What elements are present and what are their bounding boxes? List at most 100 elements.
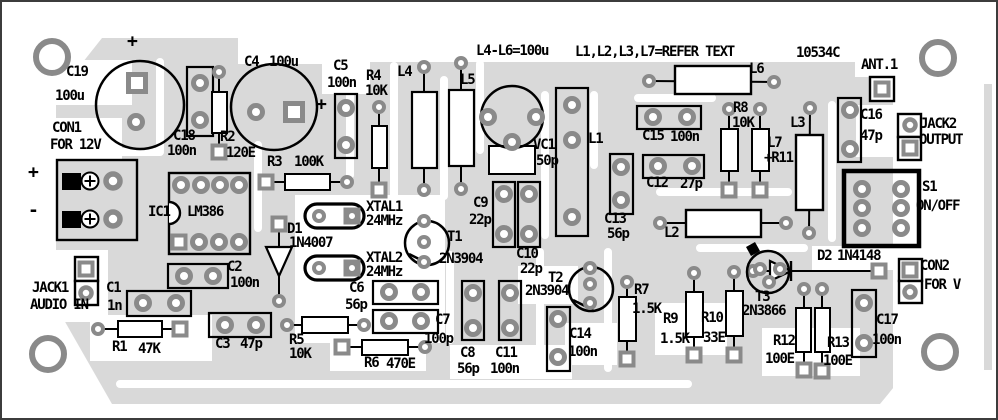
label-r1-ref: R1 (112, 339, 128, 355)
label-jack2-ref: JACK2 (920, 116, 957, 132)
resistor-r5 (280, 316, 371, 334)
label-c13-value: 56p (607, 226, 630, 242)
transistor-t1 (403, 214, 451, 269)
capacitor-c17 (850, 288, 878, 359)
label-xtal1-ref: XTAL1 (366, 199, 403, 215)
label-l7-value: +R11 (764, 150, 794, 166)
label-t2-ref: T2 (548, 270, 564, 286)
capacitor-c13 (608, 152, 635, 216)
inductor-l2 (653, 208, 793, 239)
mounting-hole-top-right (919, 39, 957, 77)
capacitor-c3 (207, 311, 273, 339)
transistor-t3 (745, 242, 791, 295)
label-jack2-value: OUTPUT (919, 132, 964, 148)
inductor-l6 (642, 64, 781, 96)
label-c18-value: 100n (167, 143, 197, 159)
capacitor-c5 (333, 92, 359, 160)
resistor-r6 (333, 338, 432, 356)
inductor-l1 (554, 86, 590, 238)
resistor-r12 (795, 282, 813, 379)
capacitor-c12 (641, 153, 706, 180)
resistor-r1 (91, 320, 189, 338)
label-r13-ref: R13 (827, 335, 850, 351)
label-r7-value: 1.5K (632, 301, 662, 317)
resistor-r8 (720, 102, 739, 199)
crystal-xtal2 (303, 254, 366, 282)
label-c6-ref: C6 (349, 280, 365, 296)
label-c7-ref: C7 (435, 312, 451, 328)
mounting-hole-bottom-left (29, 335, 67, 373)
label-c9-ref: C9 (473, 195, 489, 211)
label-c5-value: 100n (327, 75, 357, 91)
label-r12-ref: R12 (773, 333, 796, 349)
ic-notch (168, 200, 182, 226)
capacitor-c2 (166, 262, 230, 290)
mounting-hole-bottom-right (921, 333, 959, 371)
antenna-pad-ant1 (868, 75, 896, 103)
label-c18-ref: C18 (173, 128, 196, 144)
resistor-r3 (257, 173, 354, 191)
inductor-l4 (410, 60, 439, 197)
label-c8-ref: C8 (460, 345, 476, 361)
crystal-xtal1 (303, 202, 366, 230)
label-r6-value: 470E (386, 356, 416, 372)
label-c19-polarity: + (127, 31, 138, 52)
label-r9-ref: R9 (663, 311, 679, 327)
label-c4-value: 100u (269, 54, 299, 70)
label-r2-ref: R2 (220, 129, 236, 145)
label-jack1-value: AUDIO IN (30, 297, 89, 313)
capacitor-c16 (836, 96, 863, 164)
label-con1-value: FOR 12V (50, 137, 102, 153)
label-d1-value: 1N4007 (289, 235, 334, 251)
label-r8-value: 10K (732, 115, 755, 131)
label-vc1-ref: VC1 (533, 137, 556, 153)
label-t3-ref: T3 (755, 289, 771, 305)
resistor-r9 (685, 266, 704, 364)
resistor-r13 (813, 282, 831, 380)
label-l5-ref: L5 (460, 72, 476, 88)
label-r4-value: 10K (365, 83, 388, 99)
capacitor-c10 (516, 180, 542, 249)
resistor-r10 (725, 265, 744, 364)
label-c6-value: 56p (345, 297, 368, 313)
label-note_2: L1,L2,L3,L7=REFER TEXT (575, 44, 735, 60)
label-c12-ref: C12 (646, 175, 669, 191)
label-c10-ref: C10 (516, 246, 539, 262)
mounting-hole-top-left (33, 38, 71, 76)
capacitor-c6 (371, 279, 440, 306)
label-con1-ref: CON1 (52, 120, 82, 136)
label-d2-ref: D2 (817, 248, 833, 264)
capacitor-c4 (229, 62, 319, 152)
label-r4-ref: R4 (366, 68, 382, 84)
resistor-r7 (618, 275, 637, 368)
capacitor-c7 (371, 308, 440, 335)
label-c10-value: 22p (520, 261, 543, 277)
label-t3-value: 2N3866 (742, 303, 787, 319)
label-c11-value: 100n (490, 361, 520, 377)
label-r8-ref: R8 (733, 100, 749, 116)
label-c9-value: 22p (469, 212, 492, 228)
label-t1-ref: T1 (447, 229, 463, 245)
label-r3-value: 100K (294, 154, 324, 170)
label-c14-value: 100n (568, 344, 598, 360)
label-c15-value: 100n (670, 129, 700, 145)
label-note_1: L4-L6=100u (476, 43, 550, 59)
label-c2-value: 100n (230, 275, 260, 291)
label-c7-value: 100p (424, 331, 454, 347)
label-code: 10534C (796, 45, 841, 61)
transistor-t2 (567, 261, 615, 313)
trimmer-vc1 (481, 84, 543, 175)
label-c1-value: 1n (107, 298, 123, 314)
label-c16-ref: C16 (860, 107, 883, 123)
label-c4-ref: C4 (244, 54, 260, 70)
label-r7-ref: R7 (634, 282, 650, 298)
label-t1-value: 2N3904 (439, 251, 484, 267)
label-c19-ref: C19 (66, 64, 89, 80)
label-c3-ref: C3 (215, 336, 231, 352)
label-c17-value: 100n (872, 332, 902, 348)
label-r9-value: 1.5K (660, 331, 690, 347)
capacitor-c14 (545, 305, 572, 373)
